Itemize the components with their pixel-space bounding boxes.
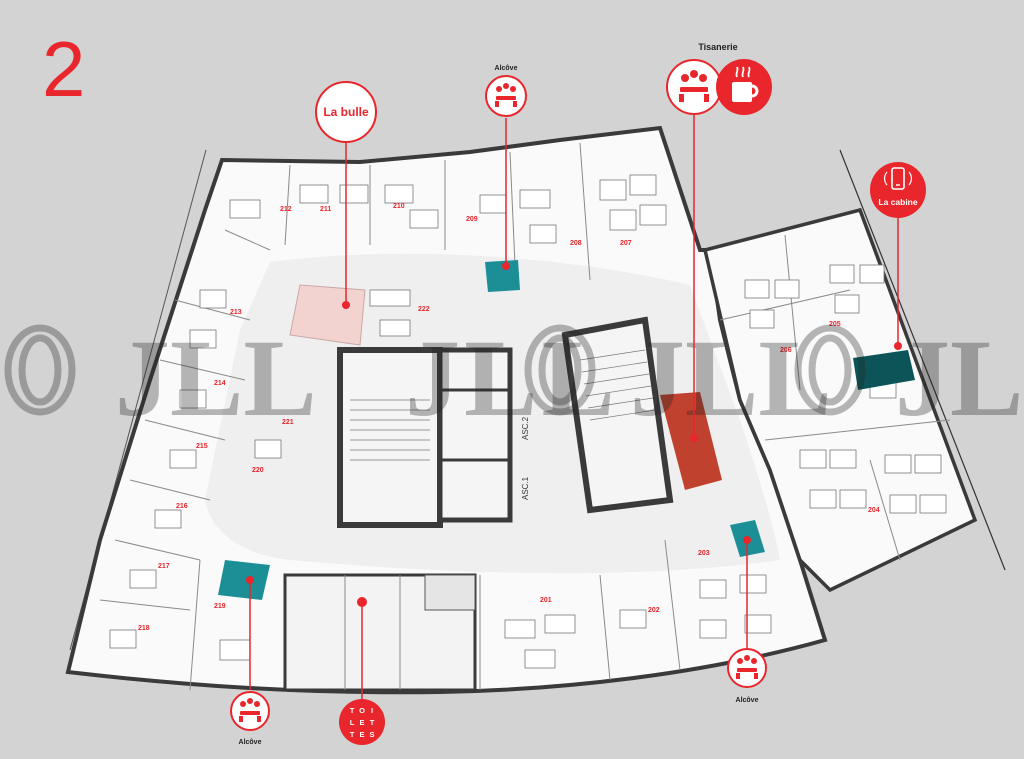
toilettes-letter: E <box>359 718 364 727</box>
toilettes-letter: O <box>359 706 365 715</box>
room-number: 219 <box>214 603 226 610</box>
room-number: 208 <box>570 240 582 247</box>
room-number: 205 <box>829 321 841 328</box>
room-number: 215 <box>196 443 208 450</box>
room-number: 214 <box>214 380 226 387</box>
toilettes-letter: T <box>370 718 375 727</box>
callout-la-cabine-label: La cabine <box>878 197 917 207</box>
toilettes-letter: I <box>371 706 373 715</box>
toilettes-letter: L <box>350 718 355 727</box>
watermark-logo-right <box>794 324 866 416</box>
callout-alcove-bottom-left-label: Alcôve <box>239 739 262 746</box>
callout-alcove-bottom-left[interactable]: Alcôve <box>230 576 270 746</box>
callout-la-cabine[interactable]: La cabine <box>870 162 926 350</box>
site-line-right <box>839 149 1006 571</box>
room-number: 217 <box>158 563 170 570</box>
zone-tisanerie <box>660 392 722 490</box>
elevator-shaft <box>437 347 513 523</box>
floor-number: 2 <box>42 25 85 113</box>
meeting-icon <box>239 698 261 722</box>
elevator-label-asc2: ASC.2 <box>521 416 530 440</box>
callout-alcove-bottom-right-label: Alcôve <box>736 697 759 704</box>
room-number: 220 <box>252 467 264 474</box>
room-numbers: 201 202 203 204 205 206 207 208 209 210 … <box>138 203 880 632</box>
room-number: 216 <box>176 503 188 510</box>
toilettes-letter: E <box>359 730 364 739</box>
callout-alcove-top[interactable]: Alcôve <box>485 65 527 270</box>
zone-alcove-bottom-left <box>218 560 270 600</box>
callout-alcove-bottom-right[interactable]: Alcôve <box>727 536 767 704</box>
watermark-text-mid: JLL <box>630 317 832 439</box>
room-number: 221 <box>282 419 294 426</box>
elevator-label-asc1: ASC.1 <box>521 476 530 500</box>
callout-tisanerie-label: Tisanerie <box>698 42 737 52</box>
room-number: 201 <box>540 597 552 604</box>
callout-toilettes[interactable]: T O I L E T T E S <box>339 597 385 745</box>
stair-core-right <box>561 316 674 514</box>
callout-la-bulle-label: La bulle <box>323 105 369 119</box>
room-number: 209 <box>466 216 478 223</box>
toilettes-letter: S <box>369 730 374 739</box>
room-number: 218 <box>138 625 150 632</box>
room-number: 204 <box>868 507 880 514</box>
watermark-logo-mid <box>524 324 596 416</box>
coffee-icon <box>732 66 759 102</box>
watermark-logo-left <box>4 324 76 416</box>
room-number: 222 <box>418 306 430 313</box>
room-number: 206 <box>780 347 792 354</box>
toilettes-letters: T O I L E T T E S <box>350 706 375 739</box>
room-number: 207 <box>620 240 632 247</box>
meeting-icon <box>736 655 758 679</box>
watermark-text-left: JLL <box>115 317 317 439</box>
zone-alcove-top <box>485 260 520 292</box>
meeting-icon <box>679 70 709 102</box>
room-number: 212 <box>280 206 292 213</box>
room-number: 202 <box>648 607 660 614</box>
toilettes-letter: T <box>350 706 355 715</box>
desks <box>109 174 947 669</box>
room-number: 213 <box>230 309 242 316</box>
phone-icon <box>884 167 912 190</box>
room-number: 203 <box>698 550 710 557</box>
watermark-left: JLL <box>405 317 619 439</box>
zone-la-cabine <box>853 350 915 390</box>
meeting-icon <box>495 83 517 107</box>
room-number: 211 <box>320 206 331 213</box>
room-number: 210 <box>393 203 405 210</box>
callout-alcove-top-label: Alcôve <box>495 65 518 72</box>
partitions-top <box>99 142 951 691</box>
stair-core-left <box>337 347 443 528</box>
callout-la-bulle[interactable]: La bulle <box>315 81 377 309</box>
callout-tisanerie[interactable]: Tisanerie <box>666 42 772 442</box>
watermark-text-right: JLL <box>895 317 1024 439</box>
stair-treads-left <box>350 399 430 461</box>
toilettes-letter: T <box>350 730 355 739</box>
stair-treads-right <box>579 349 656 421</box>
